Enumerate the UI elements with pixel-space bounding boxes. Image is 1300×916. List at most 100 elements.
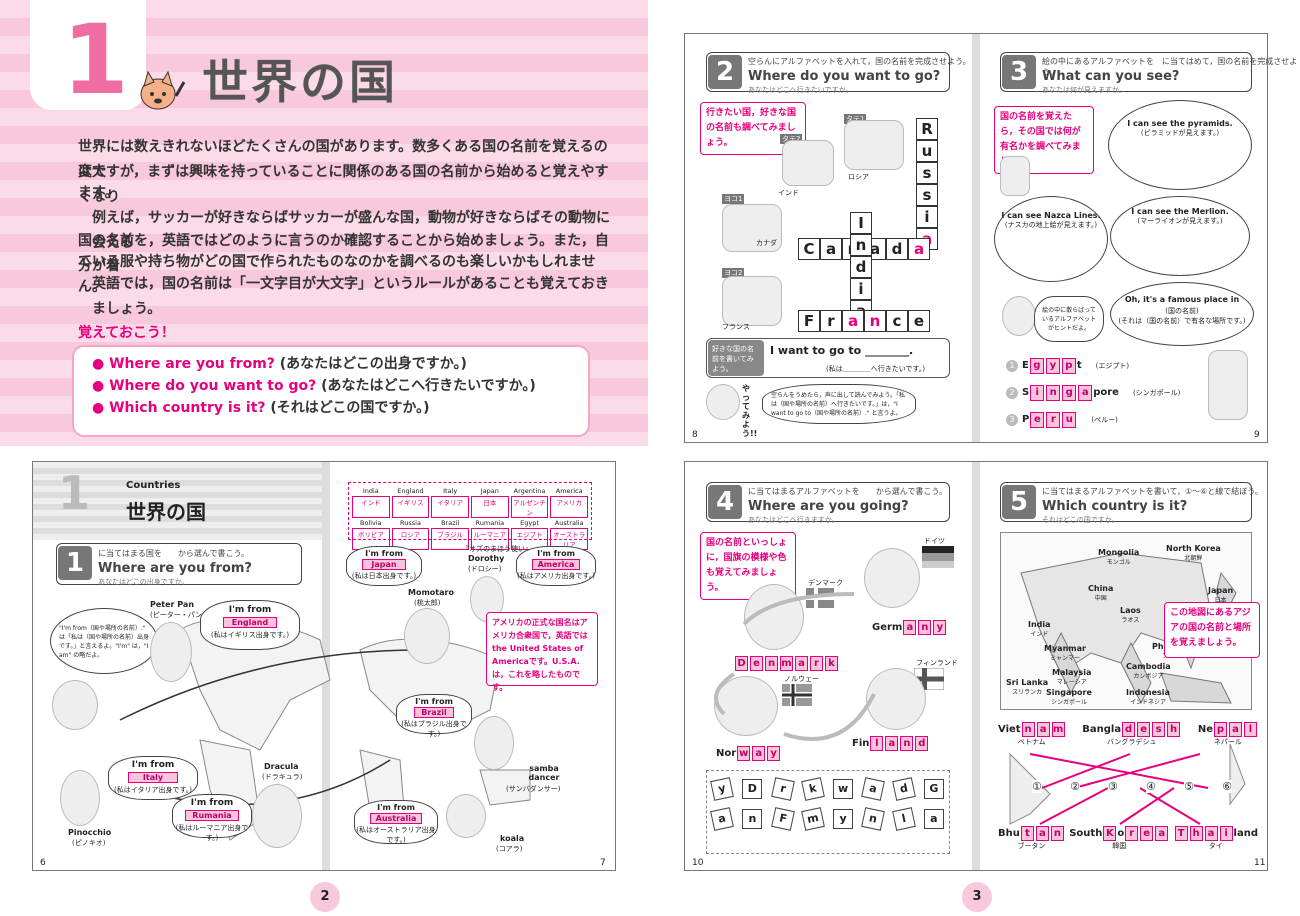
crossword-cell[interactable]: F bbox=[798, 310, 820, 332]
crossword-cell[interactable]: i bbox=[916, 206, 938, 228]
answer-box[interactable]: n bbox=[1046, 384, 1061, 401]
crossword-cell[interactable]: a bbox=[820, 238, 842, 260]
answer-box[interactable]: n bbox=[900, 736, 914, 751]
crossword-cell[interactable]: a bbox=[842, 310, 864, 332]
answer-box[interactable]: l bbox=[870, 736, 884, 751]
crossword-cell[interactable]: i bbox=[850, 278, 872, 300]
answer-box[interactable]: a bbox=[752, 746, 766, 761]
crossword-cell[interactable]: c bbox=[886, 310, 908, 332]
p8-section-number: 2 bbox=[708, 55, 742, 89]
answer-box[interactable]: t bbox=[1020, 826, 1034, 841]
answer-box[interactable]: y bbox=[767, 746, 781, 761]
match-number: ⑥ bbox=[1222, 780, 1232, 793]
crossword-cell[interactable]: C bbox=[798, 238, 820, 260]
answer-box[interactable]: n bbox=[1021, 722, 1035, 737]
answer-box[interactable]: r bbox=[1125, 826, 1139, 841]
answer-box[interactable]: a bbox=[885, 736, 899, 751]
answer-box[interactable]: e bbox=[750, 656, 763, 671]
answer-box[interactable]: g bbox=[1029, 357, 1044, 374]
answer-box[interactable]: l bbox=[1243, 722, 1257, 737]
word-prefix: N bbox=[716, 748, 725, 759]
answer-box[interactable]: e bbox=[1140, 826, 1154, 841]
answer-box[interactable]: r bbox=[1046, 411, 1061, 428]
answer-box[interactable]: m bbox=[1051, 722, 1065, 737]
intro-text-line: 英語では，国の名前は「一文字目が大文字」というルールがあることも覚えておきましょ… bbox=[92, 276, 609, 317]
answer-box[interactable]: g bbox=[1062, 384, 1077, 401]
p11-instructions: に当てはまるアルファベットを書いて，①〜⑥と線で結ぼう。 bbox=[1042, 487, 1263, 496]
answer-box[interactable]: a bbox=[795, 656, 808, 671]
answer-box[interactable]: e bbox=[1137, 722, 1151, 737]
answer-box[interactable]: a bbox=[1204, 826, 1218, 841]
map-label-ja: インドネシア bbox=[1129, 699, 1166, 706]
answer-box[interactable]: p bbox=[1213, 722, 1227, 737]
answer-box[interactable]: n bbox=[765, 656, 778, 671]
answer-box[interactable]: r bbox=[810, 656, 823, 671]
char-name: Dracula bbox=[264, 762, 299, 771]
map-label-ja: カンボジア bbox=[1133, 673, 1164, 680]
answer-box[interactable]: a bbox=[1078, 384, 1093, 401]
p6-note-bubble: "I'm from（国や場所の名前）." は「私は（国や場所の名前）出身です。」… bbox=[50, 608, 158, 674]
crossword-cell[interactable]: I bbox=[850, 212, 872, 234]
answer-box[interactable]: a bbox=[1155, 826, 1169, 841]
answer-box[interactable]: a bbox=[1035, 826, 1049, 841]
letter-tile: D bbox=[742, 779, 763, 799]
crossword-cell[interactable]: a bbox=[908, 238, 930, 260]
answer-box[interactable]: d bbox=[1122, 722, 1136, 737]
answer-box[interactable]: y bbox=[1045, 357, 1060, 374]
dorothy-note: 『オズのまほう使い』 bbox=[462, 545, 532, 553]
i-want-sentence[interactable]: I want to go to ________. bbox=[770, 344, 914, 357]
answer-box[interactable]: T bbox=[1174, 826, 1188, 841]
answer-box[interactable]: p bbox=[1061, 357, 1076, 374]
crossword-cell[interactable]: n bbox=[864, 310, 886, 332]
answer-box[interactable]: n bbox=[918, 620, 932, 635]
answer-box[interactable]: u bbox=[1062, 411, 1077, 428]
crossword-cell[interactable]: e bbox=[908, 310, 930, 332]
answer-box[interactable]: i bbox=[1219, 826, 1233, 841]
answer-box[interactable]: k bbox=[825, 656, 838, 671]
answer-suffix: t bbox=[1076, 360, 1082, 371]
word-choice-en: Argentina bbox=[513, 487, 546, 495]
crossword-cell[interactable]: u bbox=[916, 140, 938, 162]
intro-text-line: ている服や持ち物がどの国で作られたものなのかを調べるのも楽しいかもしれません。 bbox=[78, 254, 596, 295]
char-name: koala bbox=[500, 834, 525, 843]
crossword-cell[interactable]: d bbox=[850, 256, 872, 278]
answer-box[interactable]: a bbox=[1228, 722, 1242, 737]
answer-box[interactable]: s bbox=[1152, 722, 1166, 737]
answer-box[interactable]: m bbox=[780, 656, 793, 671]
crossword-cell[interactable]: n bbox=[850, 234, 872, 256]
spread-number: 3 bbox=[962, 882, 992, 912]
answer-box[interactable]: e bbox=[1030, 411, 1045, 428]
dog-mascot-icon bbox=[706, 384, 740, 420]
match-lines-icon bbox=[1009, 744, 1246, 825]
flag-label: ノルウェー bbox=[784, 675, 819, 683]
word-choice-ja: イタリア bbox=[431, 496, 469, 518]
answer-box[interactable]: D bbox=[735, 656, 748, 671]
word-choice-en: America bbox=[555, 487, 583, 495]
answer-box[interactable]: a bbox=[903, 620, 917, 635]
crossword-cell[interactable]: s bbox=[916, 184, 938, 206]
answer-box[interactable]: h bbox=[1167, 722, 1181, 737]
answer-box[interactable]: w bbox=[737, 746, 751, 761]
crossword-cell[interactable]: R bbox=[916, 118, 938, 140]
match-word-ja: ブータン bbox=[1017, 842, 1046, 850]
answer-suffix: pore bbox=[1093, 387, 1119, 398]
answer-box[interactable]: i bbox=[1030, 384, 1045, 401]
p8-section-header bbox=[706, 52, 950, 92]
answer-box[interactable]: d bbox=[915, 736, 929, 751]
answer-box[interactable]: n bbox=[1050, 826, 1064, 841]
crossword-cell[interactable]: d bbox=[886, 238, 908, 260]
answer-box[interactable]: y bbox=[933, 620, 947, 635]
answer-box[interactable]: a bbox=[1036, 722, 1050, 737]
word-mid: or bbox=[724, 748, 737, 759]
answer-box[interactable]: h bbox=[1189, 826, 1203, 841]
crossword-cell[interactable]: r bbox=[820, 310, 842, 332]
p9-section-header bbox=[1000, 52, 1252, 92]
answer-box[interactable]: K bbox=[1103, 826, 1117, 841]
crossword-cell[interactable]: s bbox=[916, 162, 938, 184]
